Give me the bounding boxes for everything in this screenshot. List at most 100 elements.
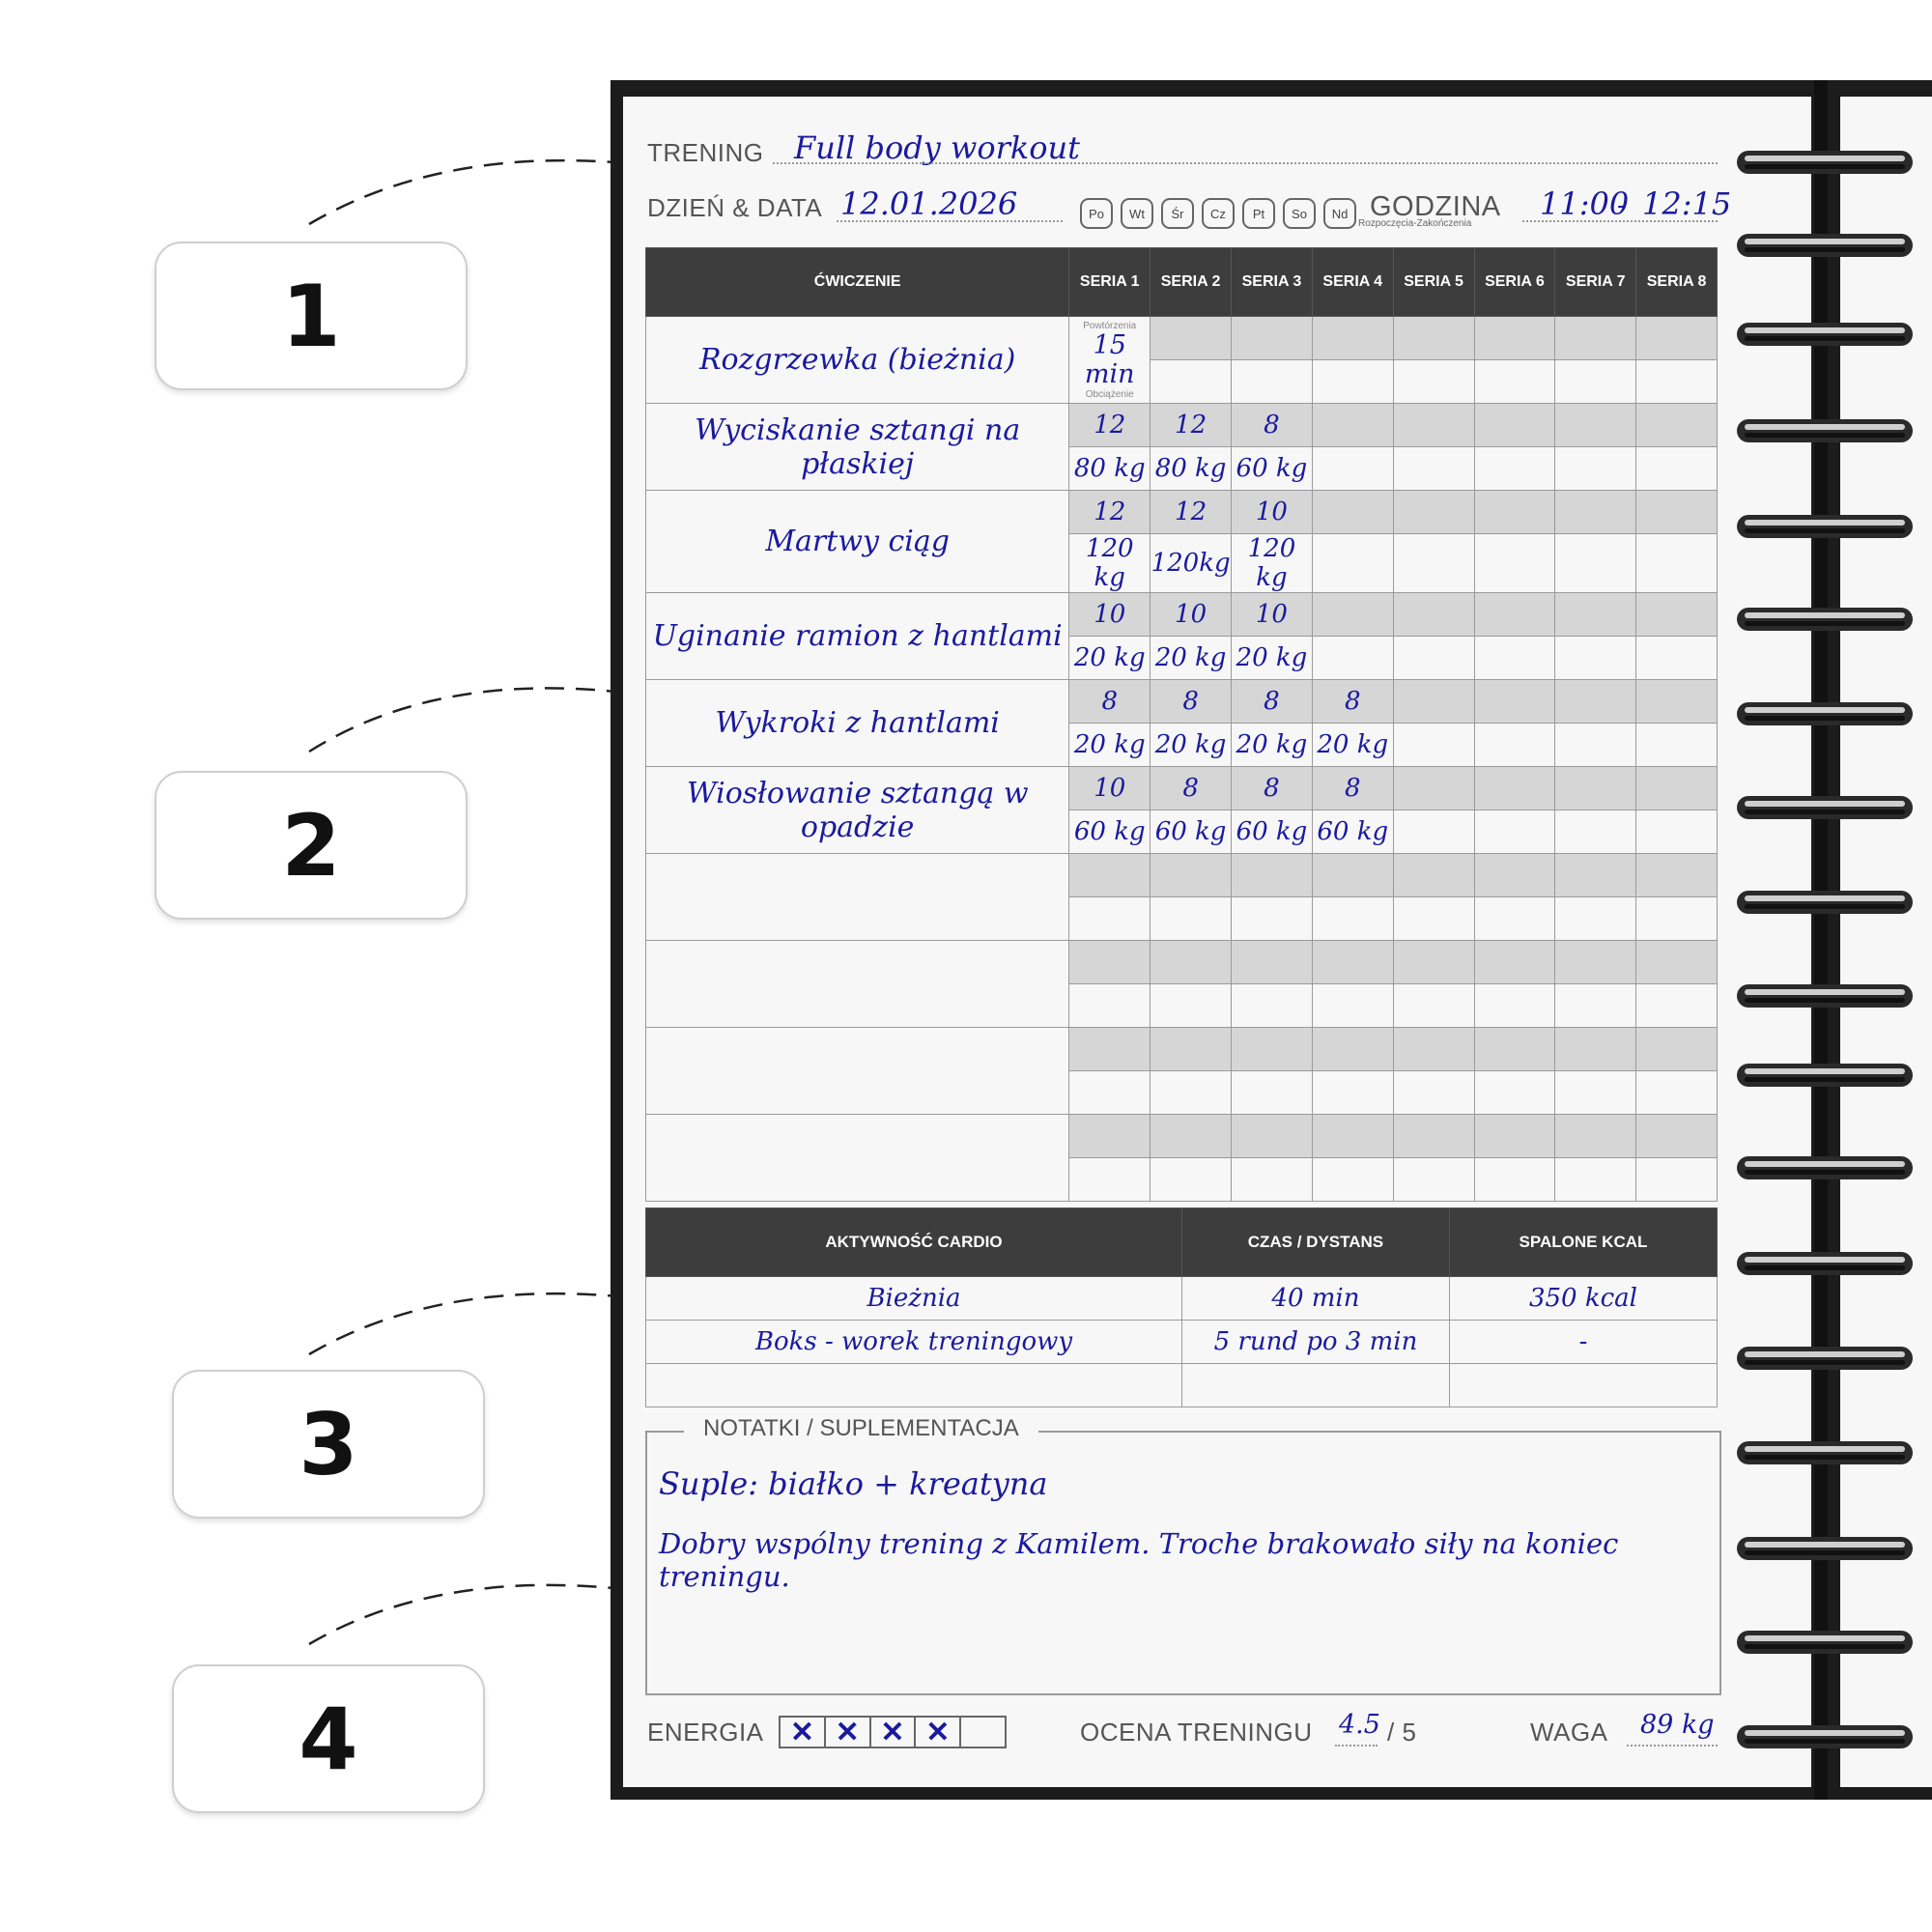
weekday-2[interactable]: Śr xyxy=(1161,198,1194,229)
reps-cell[interactable] xyxy=(1068,1027,1151,1071)
reps-cell[interactable] xyxy=(1473,1114,1556,1158)
reps-cell[interactable] xyxy=(1635,940,1718,984)
load-cell[interactable] xyxy=(1635,533,1718,593)
reps-cell[interactable] xyxy=(1635,403,1718,447)
reps-cell[interactable] xyxy=(1392,592,1475,637)
exercise-name[interactable] xyxy=(644,1114,1070,1202)
reps-cell[interactable] xyxy=(1635,316,1718,360)
reps-cell[interactable] xyxy=(1635,679,1718,724)
load-cell[interactable]: 20 kg xyxy=(1311,723,1394,767)
cardio-cell[interactable]: Boks - worek treningowy xyxy=(645,1320,1182,1364)
exercise-name[interactable] xyxy=(644,940,1070,1028)
load-cell[interactable] xyxy=(1473,896,1556,941)
reps-cell[interactable]: 8 xyxy=(1068,679,1151,724)
exercise-name[interactable]: Uginanie ramion z hantlami xyxy=(644,592,1070,680)
exercise-name[interactable]: Rozgrzewka (bieżnia) xyxy=(644,316,1070,404)
time-start[interactable]: 11:00 xyxy=(1540,185,1630,222)
reps-cell[interactable] xyxy=(1554,490,1637,534)
reps-cell[interactable] xyxy=(1311,403,1394,447)
load-cell[interactable] xyxy=(1473,636,1556,680)
exercise-name[interactable]: Martwy ciąg xyxy=(644,490,1070,593)
reps-cell[interactable]: 12 xyxy=(1068,403,1151,447)
reps-cell[interactable] xyxy=(1392,679,1475,724)
load-cell[interactable]: 20 kg xyxy=(1231,723,1313,767)
load-cell[interactable] xyxy=(1554,810,1637,854)
weekday-0[interactable]: Po xyxy=(1080,198,1113,229)
load-cell[interactable] xyxy=(1473,359,1556,404)
load-cell[interactable] xyxy=(1392,983,1475,1028)
load-cell[interactable] xyxy=(1473,533,1556,593)
load-cell[interactable] xyxy=(1635,810,1718,854)
load-cell[interactable]: 60 kg xyxy=(1150,810,1233,854)
load-cell[interactable] xyxy=(1554,896,1637,941)
reps-cell[interactable] xyxy=(1554,766,1637,810)
reps-cell[interactable] xyxy=(1554,679,1637,724)
load-cell[interactable]: 80 kg xyxy=(1068,446,1151,491)
reps-cell[interactable]: 10 xyxy=(1068,766,1151,810)
reps-cell[interactable] xyxy=(1150,853,1233,897)
load-cell[interactable] xyxy=(1635,1070,1718,1115)
reps-cell[interactable] xyxy=(1392,853,1475,897)
reps-cell[interactable] xyxy=(1392,1027,1475,1071)
load-cell[interactable] xyxy=(1311,1070,1394,1115)
reps-cell[interactable] xyxy=(1473,403,1556,447)
reps-cell[interactable] xyxy=(1311,490,1394,534)
reps-cell[interactable]: 8 xyxy=(1150,679,1233,724)
notes-box[interactable]: NOTATKI / SUPLEMENTACJA Suple: białko + … xyxy=(645,1415,1721,1695)
energy-box-5[interactable] xyxy=(961,1718,1005,1747)
reps-cell[interactable] xyxy=(1554,316,1637,360)
reps-cell[interactable]: 8 xyxy=(1231,403,1313,447)
weight-value[interactable]: 89 kg xyxy=(1640,1710,1715,1740)
load-cell[interactable] xyxy=(1635,1157,1718,1202)
reps-cell[interactable] xyxy=(1473,490,1556,534)
load-cell[interactable] xyxy=(1231,896,1313,941)
load-cell[interactable] xyxy=(1150,896,1233,941)
exercise-name[interactable]: Wykroki z hantlami xyxy=(644,679,1070,767)
load-cell[interactable]: 60 kg xyxy=(1231,446,1313,491)
load-cell[interactable]: 60 kg xyxy=(1311,810,1394,854)
load-cell[interactable] xyxy=(1150,983,1233,1028)
load-cell[interactable] xyxy=(1150,359,1233,404)
load-cell[interactable]: 120 kg xyxy=(1231,533,1313,593)
load-cell[interactable] xyxy=(1068,1070,1151,1115)
reps-cell[interactable]: 12 xyxy=(1150,403,1233,447)
load-cell[interactable] xyxy=(1554,1157,1637,1202)
load-cell[interactable] xyxy=(1473,810,1556,854)
reps-cell[interactable] xyxy=(1554,940,1637,984)
cardio-cell[interactable] xyxy=(1180,1363,1450,1407)
reps-cell[interactable] xyxy=(1392,766,1475,810)
cardio-cell[interactable] xyxy=(645,1363,1182,1407)
load-cell[interactable]: 120kg xyxy=(1150,533,1233,593)
reps-cell[interactable] xyxy=(1554,1027,1637,1071)
reps-cell[interactable] xyxy=(1635,853,1718,897)
reps-cell[interactable] xyxy=(1554,403,1637,447)
reps-cell[interactable] xyxy=(1311,853,1394,897)
load-cell[interactable] xyxy=(1635,636,1718,680)
reps-cell[interactable]: 8 xyxy=(1311,766,1394,810)
reps-cell[interactable] xyxy=(1392,940,1475,984)
reps-cell[interactable] xyxy=(1554,1114,1637,1158)
rating-value[interactable]: 4.5 xyxy=(1339,1710,1380,1740)
load-cell[interactable] xyxy=(1392,533,1475,593)
load-cell[interactable] xyxy=(1554,533,1637,593)
load-cell[interactable] xyxy=(1150,1070,1233,1115)
reps-cell[interactable] xyxy=(1231,853,1313,897)
load-cell[interactable] xyxy=(1150,1157,1233,1202)
load-cell[interactable] xyxy=(1392,359,1475,404)
load-cell[interactable] xyxy=(1068,1157,1151,1202)
reps-cell[interactable] xyxy=(1068,1114,1151,1158)
load-cell[interactable] xyxy=(1554,446,1637,491)
reps-cell[interactable] xyxy=(1150,940,1233,984)
weekday-5[interactable]: So xyxy=(1283,198,1316,229)
reps-cell[interactable]: 8 xyxy=(1231,766,1313,810)
load-cell[interactable]: 20 kg xyxy=(1231,636,1313,680)
reps-cell[interactable] xyxy=(1473,592,1556,637)
workout-value[interactable]: Full body workout xyxy=(794,129,1081,166)
cardio-cell[interactable]: 5 rund po 3 min xyxy=(1180,1320,1450,1364)
reps-cell[interactable]: 10 xyxy=(1231,490,1313,534)
reps-cell[interactable] xyxy=(1150,1114,1233,1158)
load-cell[interactable] xyxy=(1392,723,1475,767)
load-cell[interactable] xyxy=(1554,983,1637,1028)
load-cell[interactable] xyxy=(1392,896,1475,941)
weekday-3[interactable]: Cz xyxy=(1202,198,1235,229)
